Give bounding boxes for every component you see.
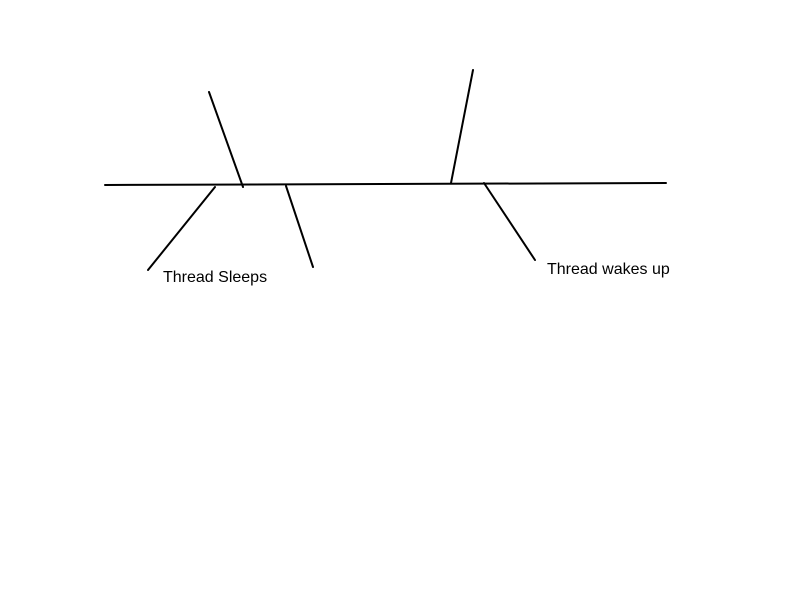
tick-down-wake bbox=[483, 182, 536, 261]
label-thread-sleeps: Thread Sleeps bbox=[163, 269, 267, 286]
tick-up-2 bbox=[450, 69, 474, 184]
tick-up-1 bbox=[208, 91, 244, 188]
tick-down-2 bbox=[285, 185, 314, 268]
timeline-main-line bbox=[104, 182, 667, 186]
tick-down-sleep bbox=[147, 186, 216, 271]
label-thread-wakes-up: Thread wakes up bbox=[547, 261, 670, 278]
